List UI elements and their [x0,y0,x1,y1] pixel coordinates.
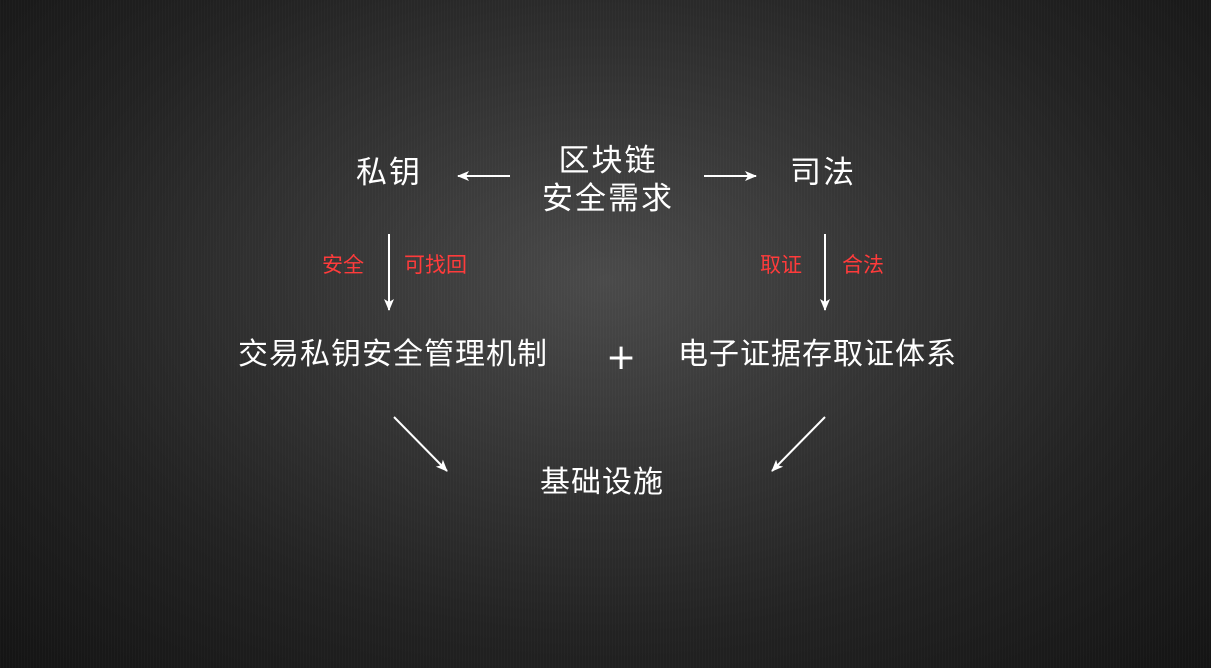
node-judicial: 司法 [790,155,856,191]
arrow-evidence-to-infra [771,416,826,472]
node-infrastructure: 基础设施 [540,465,664,500]
node-evidence-system: 电子证据存取证体系 [678,337,957,372]
label-forensics: 取证 [760,253,802,277]
label-retrievable: 可找回 [404,253,467,277]
label-secure: 安全 [322,253,364,277]
plus-symbol: + [606,337,637,378]
node-private-key: 私钥 [356,155,422,191]
core-line-2: 安全需求 [542,181,674,217]
label-legal: 合法 [842,253,884,277]
arrow-keymgmt-to-infra [393,416,448,472]
core-line-1: 区块链 [558,143,658,179]
node-key-management-mechanism: 交易私钥安全管理机制 [238,337,548,372]
node-blockchain-security-needs: 区块链 安全需求 [530,142,686,218]
